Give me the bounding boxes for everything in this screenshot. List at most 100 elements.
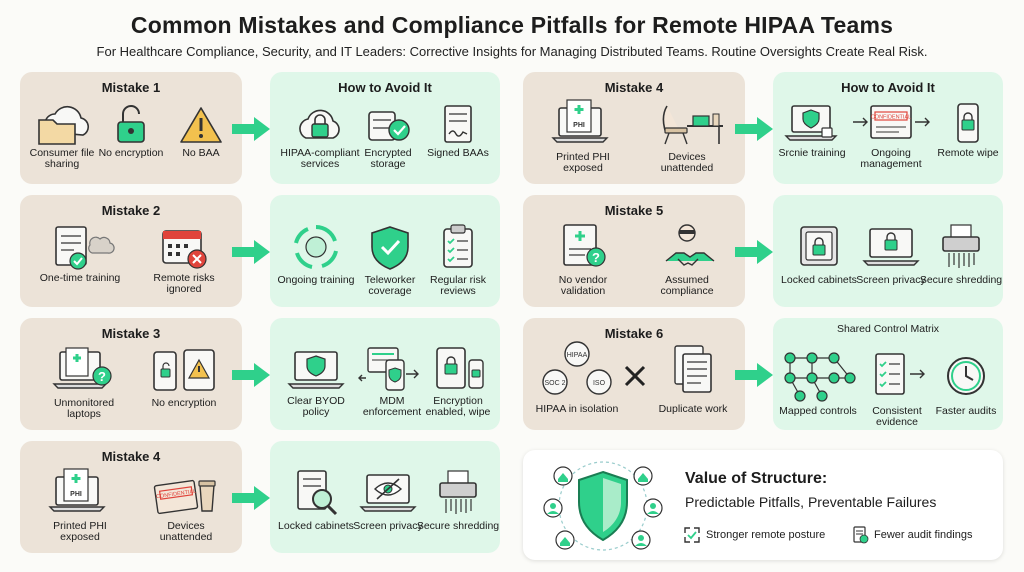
ongoing-training-item: Ongoing training xyxy=(276,221,356,286)
empty-chair-desk-icon xyxy=(662,105,723,145)
assumed-compliance-item: Assumed compliance xyxy=(641,221,733,297)
avoid-4b-panel: How to Avoid It Srcnie training CONFIDEN… xyxy=(773,72,1003,184)
no-baa-item: No BAA xyxy=(162,102,240,159)
screen-privacy-b-caption: Screen privacy xyxy=(856,274,926,286)
clipboard-checklist-icon xyxy=(443,224,473,268)
printed-phi-exposed-b-item: PHI Printed PHI exposed xyxy=(537,98,629,174)
devices-unattended-b-item: Devices unattended xyxy=(641,98,733,174)
no-vendor-validation-caption: No vendor validation xyxy=(558,274,608,297)
mistake-4b-panel: Mistake 4 PHI Printed PHI exposed Device… xyxy=(523,72,745,184)
avoid-3-panel: Clear BYOD policy MDM enforcement Encryp… xyxy=(270,318,500,430)
padlock-open-icon xyxy=(117,105,145,143)
remote-wipe-item: Remote wipe xyxy=(935,100,1001,159)
locked-cabinets-item: Locked cabinets xyxy=(276,467,356,532)
laptop-phi-document-icon: PHI xyxy=(48,468,106,512)
consumer-file-sharing-item: Consumer file sharing xyxy=(20,102,104,170)
one-time-training-caption: One-time training xyxy=(39,272,121,284)
devices-unattended-item: CONFIDENTIAL Devices unattended xyxy=(140,467,232,543)
signed-baas-item: Signed BAAs xyxy=(418,102,498,159)
secure-shredding-b-item: Secure shredding xyxy=(919,221,1003,286)
mistake-3-title: Mistake 3 xyxy=(101,326,161,341)
arrow-icon xyxy=(735,240,773,264)
clock-icon xyxy=(947,357,985,395)
x-mark-icon xyxy=(624,365,646,387)
secure-shredding-caption: Secure shredding xyxy=(416,520,500,532)
mdm-devices-icon xyxy=(358,347,419,391)
benefit-stronger-posture-label: Stronger remote posture xyxy=(706,529,826,541)
printed-phi-exposed-b-caption: Printed PHI exposed xyxy=(556,151,610,174)
phone-lock-icon xyxy=(957,103,979,143)
laptop-lock-icon xyxy=(862,228,920,266)
confidential-stamp-text: CONFIDENTIAL xyxy=(871,115,911,121)
expand-arrows-icon xyxy=(684,527,700,543)
folder-cloud-icon xyxy=(38,105,89,145)
safe-lock-icon xyxy=(800,226,838,266)
teleworker-coverage-item: Teleworker coverage xyxy=(350,221,430,297)
mistake-2-panel: Mistake 2 One-time training Remote risks… xyxy=(20,195,242,307)
screen-privacy-item: Screen privacy xyxy=(348,467,428,532)
network-nodes-icon xyxy=(784,352,856,402)
secure-shredding-item: Secure shredding xyxy=(416,467,500,532)
no-encryption-item: No encryption xyxy=(96,102,166,159)
mistake-5-title: Mistake 5 xyxy=(604,203,664,218)
mistake-4-panel: Mistake 4 PHI Printed PHI exposed CONFID… xyxy=(20,441,242,553)
clear-byod-policy-item: Clear BYOD policy xyxy=(276,344,356,418)
faster-audits-caption: Faster audits xyxy=(935,405,997,417)
mistake-4-title: Mistake 4 xyxy=(101,449,161,464)
avoid-1-panel: How to Avoid It HIPAA-compliant services… xyxy=(270,72,500,184)
value-subtitle: Predictable Pitfalls, Preventable Failur… xyxy=(685,494,937,510)
phi-label: PHI xyxy=(573,122,585,129)
hipaa-compliant-services-caption: HIPAA-compliant services xyxy=(280,147,360,170)
remote-risks-ignored-item: Remote risks ignored xyxy=(138,223,230,295)
devices-unattended-caption: Devices unattended xyxy=(159,520,213,543)
consistent-evidence-caption: Consistent evidence xyxy=(872,405,922,428)
signed-baas-caption: Signed BAAs xyxy=(427,147,489,159)
laptop-question-icon: ? xyxy=(52,347,112,389)
secure-shredding-b-caption: Secure shredding xyxy=(919,274,1003,286)
assumed-compliance-caption: Assumed compliance xyxy=(660,274,714,297)
benefit-stronger-posture: Stronger remote posture xyxy=(683,526,825,544)
page-title: Common Mistakes and Compliance Pitfalls … xyxy=(130,12,894,38)
hipaa-in-isolation-caption: HIPAA in isolation xyxy=(535,403,619,415)
svg-text:?: ? xyxy=(98,369,106,384)
shared-control-matrix-label: Shared Control Matrix xyxy=(836,323,940,335)
teleworker-coverage-caption: Teleworker coverage xyxy=(364,274,416,297)
hipaa-compliant-services-item: HIPAA-compliant services xyxy=(274,102,366,170)
unmonitored-laptops-caption: Unmonitored laptops xyxy=(53,397,115,420)
locked-cabinets-caption: Locked cabinets xyxy=(278,520,354,532)
duplicate-work-item: Duplicate work xyxy=(647,340,739,415)
unmonitored-laptops-item: ? Unmonitored laptops xyxy=(38,344,130,420)
soc2-badge-text: SOC 2 xyxy=(544,380,565,387)
clear-byod-policy-caption: Clear BYOD policy xyxy=(287,395,345,418)
signed-document-icon xyxy=(444,105,472,143)
mistake-5-panel: Mistake 5 ? No vendor validation Assumed… xyxy=(523,195,745,307)
phi-label: PHI xyxy=(70,491,82,498)
laptop-shield-lock-icon xyxy=(784,105,838,141)
arrow-icon xyxy=(232,240,270,264)
mistake-6-title: Mistake 6 xyxy=(604,326,664,341)
hipaa-badge-text: HIPAA xyxy=(567,352,588,359)
confidential-stamp-text: CONFIDENTIAL xyxy=(156,489,197,501)
no-vendor-validation-item: ? No vendor validation xyxy=(537,221,629,297)
value-title: Value of Structure: xyxy=(685,470,828,487)
regular-risk-reviews-item: Regular risk reviews xyxy=(418,221,498,297)
phone-tablet-warning-icon xyxy=(153,349,215,391)
benefit-fewer-findings-label: Fewer audit findings xyxy=(874,529,973,541)
arrow-icon xyxy=(232,486,270,510)
avoid-1-title: How to Avoid It xyxy=(338,80,432,95)
cloud-lock-icon xyxy=(299,109,340,139)
ongoing-management-caption: Ongoing management xyxy=(860,147,922,170)
mapped-controls-caption: Mapped controls xyxy=(779,405,857,417)
warning-triangle-icon xyxy=(180,107,222,143)
document-check-icon xyxy=(853,526,869,544)
avoid-6-panel: Shared Control Matrix Mapped controls xyxy=(773,318,1003,430)
calendar-x-icon xyxy=(162,230,207,269)
faster-audits-item: Faster audits xyxy=(931,348,1001,417)
refresh-cycle-icon xyxy=(294,225,338,269)
consumer-file-sharing-caption: Consumer file sharing xyxy=(29,147,95,170)
document-question-icon: ? xyxy=(563,224,606,267)
consistent-evidence-item: Consistent evidence xyxy=(861,348,933,428)
arrow-icon xyxy=(735,117,773,141)
screen-privacy-caption: Screen privacy xyxy=(353,520,423,532)
arrow-icon xyxy=(232,117,270,141)
